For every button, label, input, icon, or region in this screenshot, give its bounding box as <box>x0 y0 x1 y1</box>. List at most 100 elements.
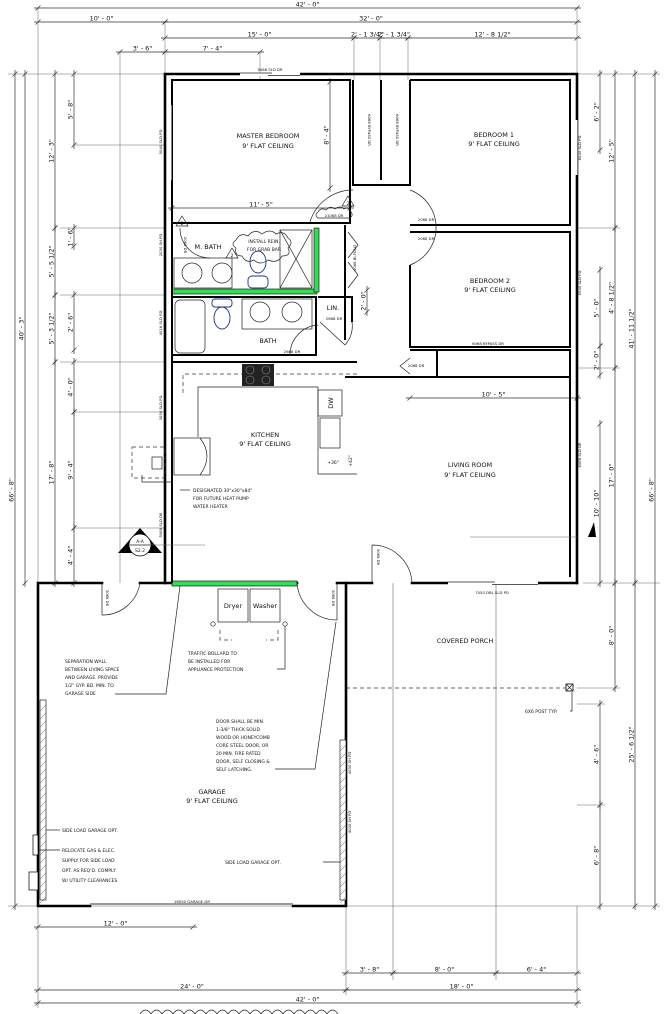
dimension-line: 12' - 8 1/2" <box>404 31 581 39</box>
revision-triangle-icon: 2 <box>341 195 355 207</box>
svg-text:3068 DR: 3068 DR <box>105 590 110 607</box>
dimension-label: 11' - 5" <box>249 201 273 209</box>
dimension-line: 2' - 0" <box>360 286 368 316</box>
dimension-label: 42' - 0" <box>296 1 320 9</box>
dimension-label: 10' - 10" <box>593 490 601 518</box>
dimension-line: 41' - 11 1/2" <box>628 70 636 587</box>
door-swing-bath <box>289 324 319 356</box>
room-label: MASTER BEDROOM <box>237 132 300 140</box>
dimension-line: 11' - 5" <box>168 201 354 209</box>
door-revision-cloud <box>315 206 353 219</box>
dimension-label: 5' - 0" <box>593 298 601 318</box>
svg-text:6068 SLD DR: 6068 SLD DR <box>577 442 582 467</box>
dimension-label: 12' - 3" <box>48 139 56 163</box>
dimension-label: 5' - 3 1/2" <box>48 312 56 344</box>
dimension-line: 42' - 0" <box>34 996 581 1004</box>
dimension-label: 10' - 5" <box>482 391 506 399</box>
dimension-line: 7' - 4" <box>161 45 264 53</box>
water-heater-note: DESIGNATED 30"x30"x84"FOR FUTURE HEAT PU… <box>193 488 252 510</box>
svg-text:2068 DR: 2068 DR <box>418 236 435 241</box>
dimension-label: 4' - 6" <box>593 745 601 765</box>
door-swing-master <box>309 189 354 223</box>
dimension-label: 8' - 4" <box>323 125 331 145</box>
dimension-line: 18' - 0" <box>342 983 581 991</box>
toilet-icon <box>213 306 231 330</box>
svg-text:3050 SLD PD: 3050 SLD PD <box>158 396 163 421</box>
side-load-note-right: SIDE LOAD GARAGE OPT. <box>225 860 281 866</box>
revision-triangle-icon: 2 <box>175 215 189 227</box>
dimension-line: 8' - 0" <box>389 966 500 974</box>
door-swing-garage-left <box>101 582 141 616</box>
porch-lines <box>37 583 578 1008</box>
kitchen-sink-icon <box>319 417 341 449</box>
grab-bar-note: INSTALL REIN.FOR GRAB BAR <box>247 239 281 253</box>
relocate-note: RELOCATE GAS & ELEC.SUPPLY FOR SIDE LOAD… <box>62 848 117 884</box>
svg-text:5068 SLD DR: 5068 SLD DR <box>257 67 282 72</box>
toilet-tank-icon <box>211 298 233 308</box>
room-label: COVERED PORCH <box>437 637 494 645</box>
dimension-label: 40' - 3" <box>18 317 26 341</box>
dimension-line: 8' - 4" <box>323 78 331 192</box>
bollard-icon <box>282 621 288 627</box>
toilet-icon <box>249 250 267 274</box>
svg-text:2668 DR: 2668 DR <box>326 316 343 321</box>
room-ceiling: 9' FLAT CEILING <box>186 797 237 805</box>
dimension-line: 17' - 8" <box>48 358 56 587</box>
svg-text:21068 DR: 21068 DR <box>325 213 344 218</box>
svg-text:5040 SLD PD: 5040 SLD PD <box>577 271 582 296</box>
revision-triangle-icon: 2 <box>225 247 239 259</box>
dimension-label: 8' - 0" <box>608 626 616 646</box>
room-ceiling: 9' FLAT CEILING <box>242 142 293 150</box>
fixtures <box>131 206 357 641</box>
door-swing-linen <box>319 321 353 346</box>
svg-text:2: 2 <box>231 253 234 259</box>
svg-text:2668 DR: 2668 DR <box>284 349 301 354</box>
post-note: 6X6 POST TYP. <box>525 709 557 715</box>
room-label: GARAGE <box>198 788 225 796</box>
dimension-line: 4' - 4" <box>67 524 75 587</box>
svg-text:7050 DBL SLD PD: 7050 DBL SLD PD <box>475 590 509 595</box>
water-heater-space <box>131 446 166 479</box>
refrigerator-icon <box>173 437 211 476</box>
section-arrow-icon <box>588 522 596 537</box>
dimension-line: 12' - 3" <box>48 70 56 232</box>
svg-text:2030 SH PD: 2030 SH PD <box>158 234 163 257</box>
dimension-line: 17' - 0" <box>608 364 616 587</box>
door-window-tags: 5068 SLD DR 5040 SLD PD 2030 SH PD 4016 … <box>105 67 582 904</box>
dimension-line: 2' - 6" <box>67 291 75 354</box>
dimension-label: 1' - 6" <box>67 227 75 247</box>
room-label: BATH <box>259 337 276 345</box>
doors <box>101 189 437 621</box>
svg-text:4030 SH PD: 4030 SH PD <box>347 752 352 775</box>
dimension-line: 6' - 8" <box>593 801 601 910</box>
dimension-line: 24' - 0" <box>34 983 350 991</box>
gas-meter-icon <box>32 834 39 856</box>
dimension-label: 7' - 4" <box>203 45 223 53</box>
toilet-tank-icon <box>247 275 269 289</box>
dimension-line: 66' - 8" <box>8 70 16 910</box>
dimension-label: 2' - 1 3/4" <box>351 31 383 39</box>
bollard-icon <box>210 621 216 627</box>
sink-icon <box>281 301 303 323</box>
dimension-label: 3' - 8" <box>360 966 380 974</box>
dryer <box>217 588 249 623</box>
svg-text:2: 2 <box>347 201 350 207</box>
dimension-line: 3' - 8" <box>342 966 397 974</box>
dimension-label: 6' - 4" <box>527 966 547 974</box>
revision-cloud-bottom <box>139 1009 339 1014</box>
dimension-label: 5' - 5 1/2" <box>48 245 56 277</box>
dimension-label: 6' - 8" <box>593 846 601 866</box>
dimension-strings: 42' - 0"10' - 0"32' - 0"15' - 0"2' - 1 3… <box>8 1 660 1006</box>
door-swing-bed <box>409 189 437 266</box>
dimension-label: 8' - 0" <box>435 966 455 974</box>
dimension-line: 10' - 5" <box>406 391 581 399</box>
svg-text:2068 DR: 2068 DR <box>183 237 188 254</box>
svg-text:6068 BYPASS DR: 6068 BYPASS DR <box>367 114 372 146</box>
svg-text:4016 SLD PD: 4016 SLD PD <box>158 311 163 336</box>
dimension-label: 15' - 0" <box>248 31 272 39</box>
dimension-line: 32' - 0" <box>161 15 581 23</box>
svg-text:4068 BI-FOLD: 4068 BI-FOLD <box>352 245 357 271</box>
room-label: M. BATH <box>195 243 222 251</box>
